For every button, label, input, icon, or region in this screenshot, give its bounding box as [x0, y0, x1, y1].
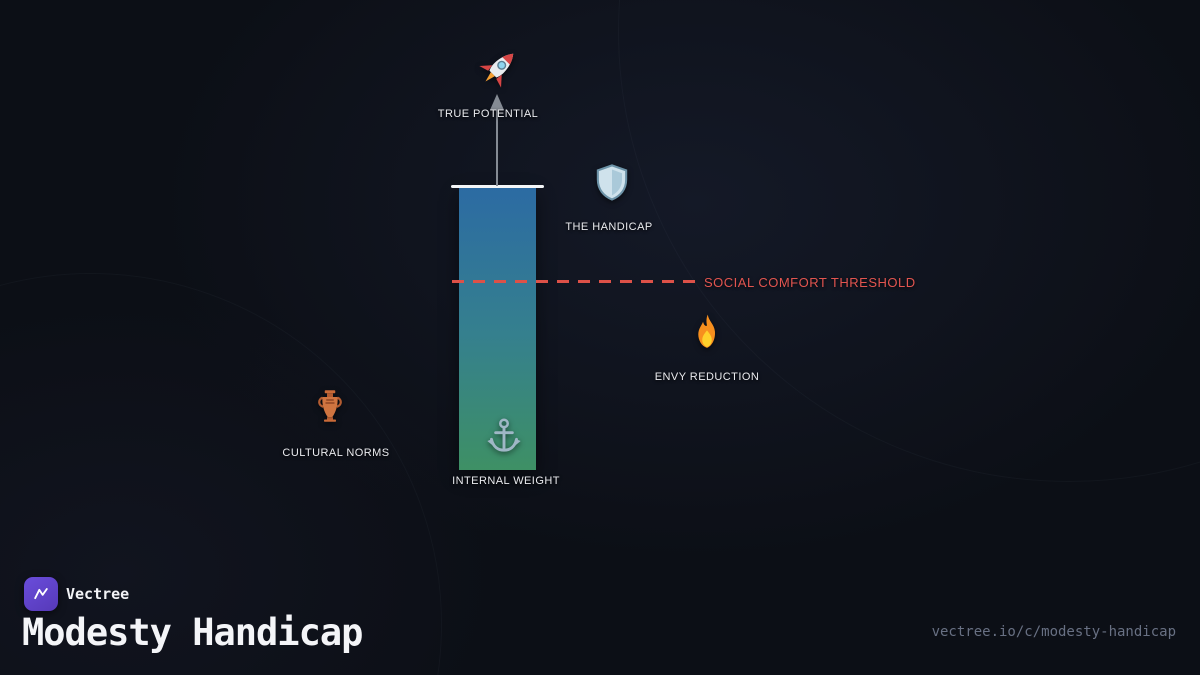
social-comfort-threshold-label: SOCIAL COMFORT THRESHOLD	[704, 275, 916, 290]
cultural-norms-label: CULTURAL NORMS	[282, 447, 390, 459]
the-handicap-label: THE HANDICAP	[565, 221, 653, 233]
upward-arrow	[490, 94, 504, 186]
rocket-icon	[476, 45, 522, 96]
envy-reduction-label: ENVY REDUCTION	[654, 371, 760, 383]
brand-name: Vectree	[66, 585, 130, 603]
background-arc	[618, 0, 1200, 482]
bar-cap-line	[451, 185, 544, 188]
anchor-icon	[484, 416, 524, 461]
fire-icon	[688, 313, 726, 356]
handicap-bar	[459, 188, 536, 470]
shield-icon	[592, 162, 632, 207]
true-potential-label: TRUE POTENTIAL	[437, 108, 539, 120]
vectree-logo	[24, 577, 58, 611]
internal-weight-label: INTERNAL WEIGHT	[452, 475, 560, 487]
amphora-icon	[312, 388, 348, 429]
page-url: vectree.io/c/modesty-handicap	[931, 624, 1176, 640]
vectree-logo-icon	[34, 588, 48, 600]
social-comfort-threshold-line	[452, 280, 695, 283]
page-title: Modesty Handicap	[22, 611, 363, 654]
